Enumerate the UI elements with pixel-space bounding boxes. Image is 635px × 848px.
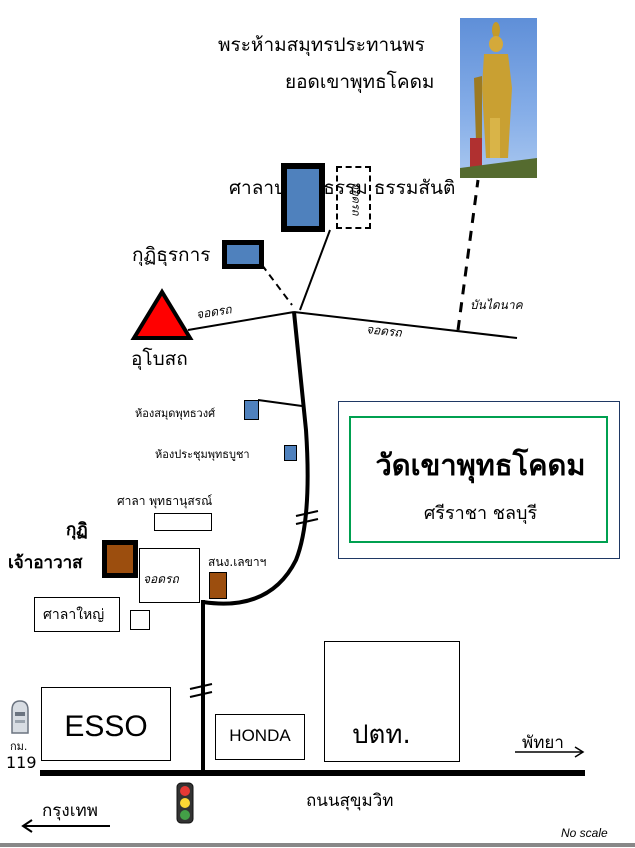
ptt-label: ปตท.: [352, 720, 411, 750]
arrow-right-icon: [515, 746, 585, 758]
road-break-upper: [295, 510, 319, 525]
esso-label: ESSO: [64, 710, 148, 743]
buddha-statue-icon: [460, 22, 537, 178]
office-hut-path: [261, 264, 293, 306]
traffic-light-icon: [174, 782, 196, 824]
abbot-hut-label-line1: กุฏิ: [66, 520, 88, 540]
office-hut-label: กุฏิธุรการ: [132, 244, 211, 266]
km-label: กม.: [10, 740, 28, 753]
office-hut-building: [222, 240, 264, 269]
parking-label-entrance: จอดรถ: [143, 572, 179, 586]
naga-stairs-label: บันไดนาค: [470, 298, 523, 312]
pavilion-label: ศาลา พุทธานุสรณ์: [117, 494, 213, 508]
abbot-hut-building: [102, 540, 138, 578]
parking-area-top: จอดรถ: [336, 166, 371, 229]
honda-label: HONDA: [229, 726, 291, 745]
abbot-hut-label-line2: เจ้าอาวาส: [8, 553, 83, 573]
no-scale-note: No scale: [561, 826, 608, 840]
naga-road: [293, 311, 518, 339]
ptt-station: ปตท.: [324, 641, 460, 762]
pavilion-building: [154, 513, 212, 531]
ubosot-triangle: [130, 288, 194, 340]
meeting-room-building: [284, 445, 297, 461]
km-value: 119: [6, 753, 37, 772]
parking-label-top: จอดรถ: [349, 182, 363, 216]
pattaya-direction-label: พัทยา: [522, 733, 564, 753]
title-inner-frame: วัดเขาพุทธโคดม ศรีราชา ชลบุรี: [349, 416, 608, 543]
meditation-hall-path: [299, 229, 331, 311]
temple-road: [202, 311, 310, 606]
small-building: [130, 610, 150, 630]
buddha-statue-photo: [460, 18, 537, 178]
ubosot-road: [187, 311, 295, 331]
statue-path: [456, 179, 480, 331]
sukhumvit-road-label: ถนนสุขุมวิท: [306, 791, 394, 811]
temple-name: วัดเขาพุทธโคดม: [375, 448, 586, 482]
parking-area-entrance: จอดรถ: [139, 548, 200, 603]
library-path: [257, 399, 303, 407]
road-break-lower: [189, 683, 213, 698]
secretary-office-building: [209, 572, 227, 599]
bangkok-direction-label: กรุงเทพ: [42, 801, 98, 821]
temple-location: ศรีราชา ชลบุรี: [423, 503, 538, 524]
library-building: [244, 400, 259, 420]
secretary-office-label: สนง.เลขาฯ: [208, 555, 267, 569]
honda-dealer: HONDA: [215, 714, 305, 760]
big-hall-building: ศาลาใหญ่: [34, 597, 120, 632]
statue-caption-line2: ยอดเขาพุทธโคดม: [285, 71, 435, 93]
title-frame: วัดเขาพุทธโคดม ศรีราชา ชลบุรี: [338, 401, 620, 559]
ubosot-label: อุโบสถ: [131, 348, 188, 370]
parking-label-naga: จอดรถ: [365, 322, 403, 340]
library-label: ห้องสมุดพุทธวงศ์: [135, 407, 216, 420]
meeting-room-label: ห้องประชุมพุทธบูชา: [155, 448, 250, 461]
km-stone-icon: [9, 700, 31, 734]
statue-caption-line1: พระห้ามสมุทรประทานพร: [218, 34, 425, 56]
esso-station: ESSO: [41, 687, 171, 761]
meditation-hall-building: [281, 163, 325, 232]
arrow-left-icon: [21, 819, 110, 833]
big-hall-label: ศาลาใหญ่: [43, 607, 105, 623]
